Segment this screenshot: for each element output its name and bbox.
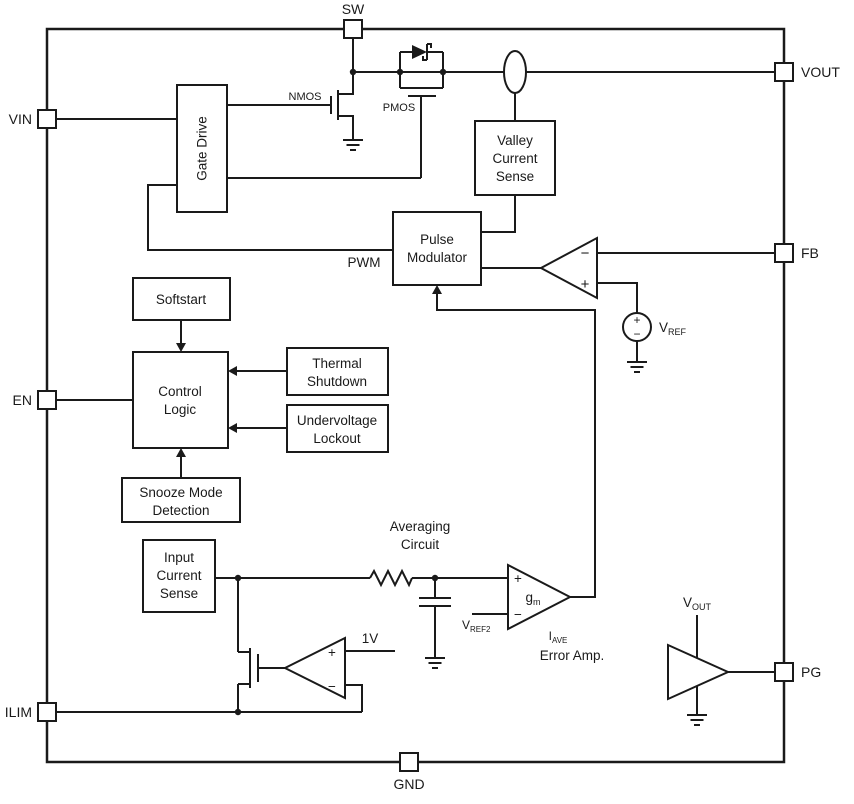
gate-drive-label: Gate Drive <box>195 116 210 181</box>
error-amp-label: Error Amp. <box>540 648 605 663</box>
control-logic-label-1: Control <box>158 384 202 399</box>
pin-fb <box>774 243 794 263</box>
pulse-modulator-label-1: Pulse <box>420 232 454 247</box>
pin-en <box>37 390 57 410</box>
softstart-block <box>132 277 231 321</box>
ics-label-1: Input <box>164 550 194 565</box>
current-sense-ellipse-icon <box>503 50 527 94</box>
gm-label: gm <box>525 590 540 607</box>
ilim-comparator-icon <box>282 636 346 700</box>
gate-drive-block <box>176 84 228 213</box>
junction-dot <box>396 68 404 76</box>
pin-label-gnd: GND <box>393 776 424 792</box>
uvlo-label-1: Undervoltage <box>297 413 377 428</box>
vref-source-minus-sign: − <box>633 327 640 341</box>
vref-source-plus-sign: + <box>633 313 640 327</box>
pin-gnd <box>399 752 419 772</box>
comparator-plus-sign: + <box>328 645 336 660</box>
fb-amp-minus-sign: − <box>581 245 590 262</box>
averaging-label-1: Averaging <box>390 519 451 534</box>
gm-amp-minus-sign: − <box>514 607 522 622</box>
input-current-sense-block <box>142 539 216 613</box>
thermal-arrowhead-icon <box>228 366 237 376</box>
pin-vin <box>37 109 57 129</box>
pin-sw <box>343 19 363 39</box>
junction-dot <box>234 574 242 582</box>
snooze-label-1: Snooze Mode <box>139 485 222 500</box>
junction-dot <box>349 68 357 76</box>
pulse-modulator-label-2: Modulator <box>407 250 468 265</box>
fb-error-amp-icon <box>538 236 598 300</box>
pwm-label: PWM <box>348 255 381 270</box>
resistor-icon <box>369 568 413 588</box>
pin-label-vout: VOUT <box>801 64 840 80</box>
pg-driver-icon <box>667 643 731 701</box>
junction-dot <box>431 574 439 582</box>
pmos-label: PMOS <box>383 102 415 114</box>
valley-sense-label-1: Valley <box>497 133 533 148</box>
body-diode-cathode-icon <box>422 43 432 61</box>
nmos-transistor-icon <box>227 72 354 140</box>
softstart-label: Softstart <box>156 292 207 307</box>
vref-ground-icon <box>627 361 647 373</box>
gm-output-arrowhead-icon <box>432 285 442 294</box>
pwm-wire <box>147 184 393 251</box>
fb-amp-plus-sign: + <box>581 276 590 293</box>
snooze-arrowhead-icon <box>176 448 186 457</box>
ics-label-3: Sense <box>160 586 198 601</box>
pin-pg <box>774 662 794 682</box>
gm-error-amp-icon <box>507 563 573 631</box>
vref2-label: VREF2 <box>462 618 491 634</box>
valley-sense-label-2: Current <box>492 151 537 166</box>
thermal-shutdown-block <box>286 347 389 396</box>
pin-label-en: EN <box>13 392 32 408</box>
uvlo-label-2: Lockout <box>313 431 361 446</box>
ilim-clamp-fet-icon <box>237 578 285 712</box>
vref-source-icon <box>622 312 652 342</box>
snooze-mode-block <box>121 477 241 523</box>
pin-label-fb: FB <box>801 245 819 261</box>
undervoltage-lockout-block <box>286 404 389 453</box>
control-logic-label-2: Logic <box>164 402 197 417</box>
junction-dot <box>234 708 242 716</box>
snooze-label-2: Detection <box>152 503 209 518</box>
sw-net-wire <box>352 38 775 88</box>
nmos-label: NMOS <box>289 91 322 103</box>
pg-wires <box>696 615 775 715</box>
one-volt-label: 1V <box>362 631 379 646</box>
vref-wire <box>597 282 638 362</box>
pin-label-vin: VIN <box>9 111 32 127</box>
pin-ilim <box>37 702 57 722</box>
pulse-modulator-block <box>392 211 482 286</box>
capacitor-icon <box>419 597 451 607</box>
pin-label-ilim: ILIM <box>5 704 32 720</box>
valley-current-sense-block <box>474 120 556 196</box>
thermal-shutdown-label-2: Shutdown <box>307 374 367 389</box>
vref-label: VREF <box>659 320 687 337</box>
averaging-label-2: Circuit <box>401 537 440 552</box>
uvlo-arrowhead-icon <box>228 423 237 433</box>
capacitor-ground-icon <box>425 657 445 669</box>
gm-output-wire <box>436 293 596 598</box>
ics-label-2: Current <box>156 568 201 583</box>
comparator-neg-input-wire <box>345 684 363 712</box>
junction-dot <box>439 68 447 76</box>
pin-vout <box>774 62 794 82</box>
control-logic-block <box>132 351 229 449</box>
nmos-ground-icon <box>343 139 363 151</box>
body-diode-icon <box>412 45 427 59</box>
thermal-shutdown-label-1: Thermal <box>312 356 362 371</box>
pg-vout-label: VOUT <box>683 595 712 612</box>
iave-label: IAVE <box>549 629 568 645</box>
comparator-minus-sign: − <box>328 679 336 694</box>
pin-label-sw: SW <box>342 1 365 17</box>
pmos-transistor-icon <box>227 87 443 179</box>
valley-sense-label-3: Sense <box>496 169 534 184</box>
softstart-arrowhead-icon <box>176 343 186 352</box>
gm-amp-plus-sign: + <box>514 571 522 586</box>
valley-to-modulator-wire <box>481 195 516 233</box>
pg-ground-icon <box>687 714 707 726</box>
pin-label-pg: PG <box>801 664 821 680</box>
